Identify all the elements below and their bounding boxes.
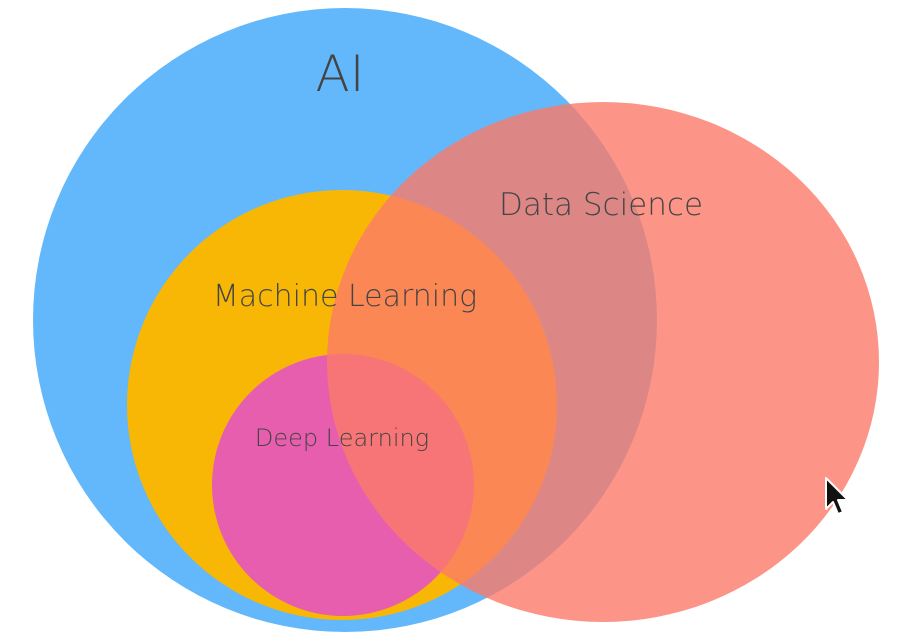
ai-label: AI: [316, 45, 365, 103]
mouse-pointer-icon: [825, 477, 849, 515]
machine-learning-label: Machine Learning: [213, 279, 477, 314]
data-science-circle: [327, 102, 879, 622]
data-science-label: Data Science: [499, 187, 703, 223]
deep-learning-label: Deep Learning: [255, 424, 429, 452]
